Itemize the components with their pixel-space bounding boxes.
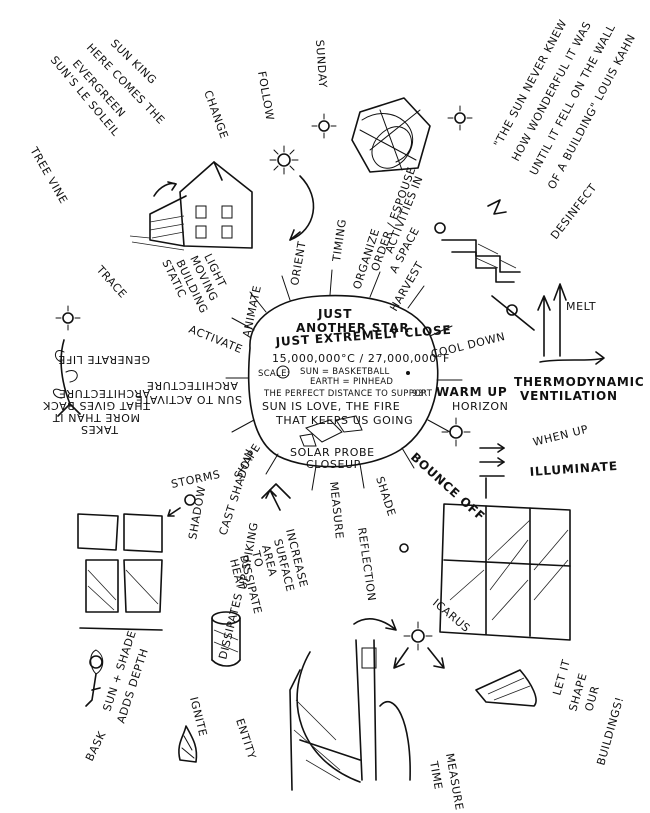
center-another-star: ANOTHER STAR bbox=[296, 321, 409, 335]
word-warm-up: WARM UP bbox=[436, 385, 507, 399]
word-dissipates: DISSIPATES bbox=[216, 591, 245, 660]
word-trace: TRACE bbox=[93, 263, 129, 301]
tree-sketch bbox=[53, 305, 81, 417]
word-orient: ORIENT bbox=[288, 240, 309, 287]
center-keeps-going: THAT KEEPS US GOING bbox=[275, 414, 413, 427]
sun-icon-top-left bbox=[269, 145, 315, 241]
word-illuminate: ILLUMINATE bbox=[529, 459, 618, 479]
scribble-cube-sketch bbox=[311, 97, 473, 173]
word-shape-lower: SHADE bbox=[373, 475, 398, 518]
word-architecture-4: TAKES bbox=[80, 423, 119, 436]
word-animate: ANIMATE bbox=[240, 284, 264, 339]
center-sun-basketball: SUN = BASKETBALL bbox=[300, 367, 390, 377]
flower-sketch bbox=[85, 649, 104, 707]
center-perfect-distance: THE PERFECT DISTANCE TO SUPPORT bbox=[263, 389, 433, 399]
pinhead-icon bbox=[406, 371, 410, 375]
word-thermodynamic: THERMODYNAMIC bbox=[514, 375, 645, 389]
cylinder-sketch bbox=[211, 611, 241, 667]
word-ignite: IGNITE bbox=[187, 696, 209, 738]
zigzag-stairs-sketch bbox=[434, 199, 521, 283]
illuminate-sketch bbox=[441, 417, 505, 499]
word-entity: ENTITY bbox=[233, 717, 258, 761]
word-sunday: SUNDAY bbox=[313, 39, 329, 88]
word-reflection: REFLECTION bbox=[355, 527, 378, 603]
word-generate-life: GENERATE LIFE bbox=[58, 353, 150, 366]
thermo-ventilation-sketch bbox=[491, 283, 605, 365]
word-when-up: WHEN UP bbox=[532, 423, 590, 449]
shadow-tower-sketch bbox=[289, 639, 411, 791]
word-sun-activate-1: SUN TO ACTIVATE bbox=[135, 393, 242, 406]
word-let-it: LET IT bbox=[550, 658, 573, 697]
center-sun-is-love: SUN IS LOVE, THE FIRE bbox=[262, 400, 400, 413]
probe-closeup-sketch bbox=[299, 415, 363, 447]
word-architecture-3: MORE THAN IT bbox=[52, 411, 140, 424]
small-house-sketch bbox=[261, 483, 291, 511]
word-let-buildings: BUILDINGS! bbox=[594, 695, 626, 767]
word-time: TIME bbox=[427, 759, 445, 791]
central-sun-circle bbox=[225, 269, 463, 491]
word-tree-vine: TREE VINE bbox=[27, 144, 70, 206]
word-bounce-off: BOUNCE OFF bbox=[408, 450, 488, 524]
word-timing: TIMING bbox=[330, 218, 349, 263]
center-just: JUST bbox=[317, 307, 352, 321]
center-93: 93' bbox=[412, 389, 426, 399]
bottom-sun-sketch bbox=[353, 618, 537, 707]
word-icarus: ICARUS bbox=[430, 596, 473, 635]
word-measure: MEASURE bbox=[327, 481, 346, 540]
center-closeup: CLOSEUP bbox=[306, 458, 361, 471]
word-bask: BASK bbox=[83, 729, 109, 763]
center-earth-pinhead: EARTH = PINHEAD bbox=[310, 377, 393, 387]
house-sketch bbox=[129, 161, 253, 251]
word-to: TO bbox=[249, 549, 266, 569]
word-change: CHANGE bbox=[201, 89, 231, 141]
word-sun-activate-2: ARCHITECTURE bbox=[146, 379, 238, 392]
word-melt: MELT bbox=[566, 300, 596, 313]
center-solar-probe: SOLAR PROBE bbox=[290, 446, 375, 459]
basketball-icon bbox=[276, 365, 290, 379]
word-horizon: HORIZON bbox=[452, 400, 508, 413]
word-measure-time: MEASURE bbox=[443, 752, 466, 811]
word-activate: ACTIVATE bbox=[187, 323, 245, 356]
center-scale-label: SCALE: bbox=[258, 369, 290, 379]
word-follow: FOLLOW bbox=[255, 70, 276, 121]
word-ventilation: VENTILATION bbox=[520, 389, 618, 403]
window-grid-sketch bbox=[399, 503, 571, 641]
center-temperature: 15,000,000°C / 27,000,000°F bbox=[272, 352, 450, 365]
word-architecture-1: ARCHITECTURE bbox=[58, 387, 150, 400]
word-shadow: SHADOW bbox=[186, 485, 208, 541]
flame-sketch bbox=[178, 725, 198, 763]
windows-left-sketch bbox=[77, 494, 196, 631]
word-architecture-2: THAT GIVES BACK bbox=[42, 399, 151, 412]
